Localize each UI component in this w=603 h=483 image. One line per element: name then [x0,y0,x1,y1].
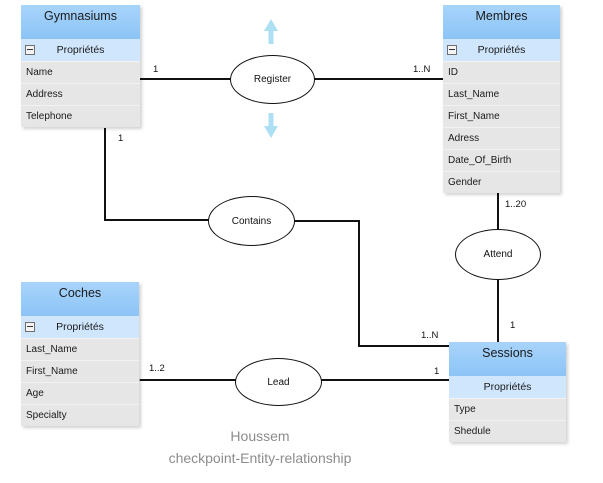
cardinality-contains-sessions: 1..N [421,330,439,341]
cardinality-attend-membres: 1..20 [505,199,527,210]
cardinality-lead-coches: 1..2 [149,363,165,374]
relation-lead[interactable]: Lead [235,358,322,406]
attribute: Type [449,398,566,420]
collapse-icon[interactable] [25,322,35,332]
entity-title: Membres [443,5,560,39]
attribute: First_Name [21,360,139,382]
caption-author: Houssem [230,428,290,444]
properties-header[interactable]: Propriétés [443,39,560,61]
cardinality-register-membres: 1..N [413,64,431,75]
diagram-caption: Houssem checkpoint-Entity-relationship [140,425,380,469]
entity-title: Coches [21,282,139,316]
attribute: Gender [443,171,560,193]
attribute: Specialty [21,404,139,426]
properties-header[interactable]: Propriétés [449,376,566,398]
entity-title: Sessions [449,342,566,376]
attribute: Last_Name [21,338,139,360]
cardinality-lead-sessions: 1 [434,366,440,377]
cardinality-contains-gym: 1 [118,133,124,144]
attribute: ID [443,61,560,83]
properties-label: Propriétés [477,44,526,56]
properties-label: Propriétés [56,321,104,333]
attribute: Telephone [21,105,140,127]
caption-title: checkpoint-Entity-relationship [168,450,352,466]
properties-header[interactable]: Propriétés [21,316,139,338]
properties-header[interactable]: Propriétés [21,39,140,61]
collapse-icon[interactable] [447,45,457,55]
entity-membres[interactable]: Membres Propriétés ID Last_Name First_Na… [443,5,560,193]
entity-coches[interactable]: Coches Propriétés Last_Name First_Name A… [21,282,139,426]
cardinality-attend-sessions: 1 [510,320,516,331]
attribute: Date_Of_Birth [443,149,560,171]
relation-register[interactable]: Register [230,55,315,104]
attribute: Last_Name [443,83,560,105]
properties-label: Propriétés [483,381,532,393]
cardinality-register-gym: 1 [153,64,159,75]
attribute: First_Name [443,105,560,127]
relation-attend[interactable]: Attend [455,229,541,280]
attribute: Age [21,382,139,404]
attribute: Adress [443,127,560,149]
attribute: Address [21,83,140,105]
connector-gym-contains [104,128,209,221]
arrow-up-icon[interactable] [264,19,278,44]
collapse-icon[interactable] [25,45,35,55]
entity-title: Gymnasiums [21,5,140,39]
entity-gymnasiums[interactable]: Gymnasiums Propriétés Name Address Telep… [21,5,140,127]
connector-contains-sessions [294,220,449,347]
properties-label: Propriétés [56,44,105,56]
relation-contains[interactable]: Contains [208,196,295,246]
entity-sessions[interactable]: Sessions Propriétés Type Shedule [449,342,566,442]
attribute: Shedule [449,420,566,442]
attribute: Name [21,61,140,83]
arrow-down-icon[interactable] [264,113,278,138]
